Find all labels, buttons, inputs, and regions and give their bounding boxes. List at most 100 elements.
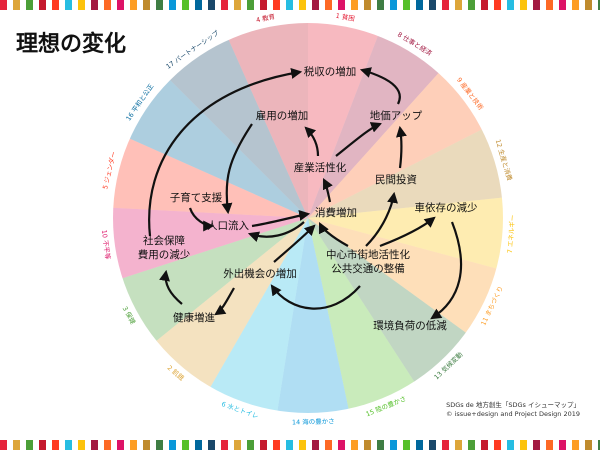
stripe-block [234, 0, 241, 10]
stripe-block [280, 440, 286, 450]
stripe-block [117, 0, 124, 10]
stripe-block [559, 440, 566, 450]
stripe-block [468, 0, 475, 10]
stripe-block [488, 440, 494, 450]
stripe-block [33, 440, 39, 450]
stripe-block [533, 440, 540, 450]
stripe-block [215, 440, 221, 450]
stripe-block [182, 440, 189, 450]
stripe-block [156, 0, 163, 10]
stripe-block [189, 0, 195, 10]
stripe-block [72, 0, 78, 10]
stripe-block [449, 0, 455, 10]
sector-goal-14 [271, 218, 357, 413]
stripe-block [384, 0, 390, 10]
stripe-block [572, 440, 579, 450]
node-health: 健康増進 [173, 311, 215, 324]
stripe-block [533, 0, 540, 10]
stripe-block [319, 0, 325, 10]
stripe-block [143, 440, 150, 450]
stripe-block [195, 440, 202, 450]
stripe-block [384, 440, 390, 450]
stripe-block [52, 440, 59, 450]
stripe-block [364, 0, 371, 10]
stripe-block [137, 440, 143, 450]
sector-goal-5 [113, 122, 308, 218]
stripe-block [273, 440, 280, 450]
sector-goal-1 [308, 23, 393, 218]
node-outing: 外出機会の増加 [223, 267, 297, 280]
stripe-block [371, 0, 377, 10]
stripe-block [176, 440, 182, 450]
stripe-block [494, 440, 501, 450]
arrow-consumption-to-inflow [247, 221, 305, 242]
stripe-block [260, 0, 267, 10]
stripe-block [481, 440, 488, 450]
stripe-block [416, 0, 423, 10]
stripe-block [377, 0, 384, 10]
stripe-block [520, 0, 527, 10]
stripe-block [299, 440, 306, 450]
stripe-block [176, 0, 182, 10]
stripe-block [592, 0, 598, 10]
stripe-block [358, 0, 364, 10]
stripe-block [65, 440, 72, 450]
stripe-block [189, 440, 195, 450]
stripe-block [312, 0, 319, 10]
page-title: 理想の変化 [16, 32, 127, 57]
stripe-block [364, 440, 371, 450]
node-private-investment: 民間投資 [375, 173, 417, 186]
stripe-block [338, 440, 345, 450]
stripe-block [403, 440, 410, 450]
stripe-block [377, 440, 384, 450]
stripe-block [429, 0, 436, 10]
stripe-block [169, 0, 176, 10]
stripe-block [254, 0, 260, 10]
stripe-block [488, 0, 494, 10]
stripe-block [91, 0, 98, 10]
stripe-block [65, 0, 72, 10]
arrow-social-to-tax [148, 67, 303, 237]
stripe-block [306, 0, 312, 10]
stripe-block [117, 440, 124, 450]
stripe-block [254, 440, 260, 450]
stripe-block [449, 440, 455, 450]
stripe-block [78, 440, 85, 450]
goal-label-4: 4 教育 [255, 11, 276, 24]
stripe-block [221, 0, 228, 10]
stripe-block [202, 440, 208, 450]
stripe-block [195, 0, 202, 10]
stripe-block [559, 0, 566, 10]
stripe-block [540, 0, 546, 10]
stripe-block [579, 0, 585, 10]
stripe-block [507, 0, 514, 10]
node-labels: 税収の増加雇用の増加地価アップ産業活性化民間投資子育て支援車依存の減少人口流入消… [138, 65, 478, 332]
sector-goal-10 [113, 205, 308, 291]
stripe-block [39, 440, 46, 450]
node-car-dependency: 車依存の減少 [415, 201, 478, 214]
arrow-health-to-social [159, 269, 183, 305]
stripe-block [332, 440, 338, 450]
arrow-city-to-consumption [319, 222, 349, 247]
stripe-block [481, 0, 488, 10]
stripe-block [124, 440, 130, 450]
stripe-block [410, 0, 416, 10]
stripe-block [150, 440, 156, 450]
arrow-investment-to-land [396, 125, 407, 169]
stripe-block [228, 440, 234, 450]
stripe-block [403, 0, 410, 10]
stripe-block [267, 440, 273, 450]
stripe-block [325, 440, 332, 450]
sdg-color-stripe-top [0, 0, 600, 10]
stripe-block [527, 440, 533, 450]
stripe-block [462, 0, 468, 10]
stripe-block [429, 440, 436, 450]
stripe-block [130, 0, 137, 10]
stripe-block [319, 440, 325, 450]
stripe-block [130, 440, 137, 450]
stripe-block [286, 440, 293, 450]
sector-goal-12 [308, 111, 503, 218]
node-city-center: 中心市街地活性化公共交通の整備 [326, 248, 410, 275]
arrow-land-to-tax [359, 67, 401, 105]
